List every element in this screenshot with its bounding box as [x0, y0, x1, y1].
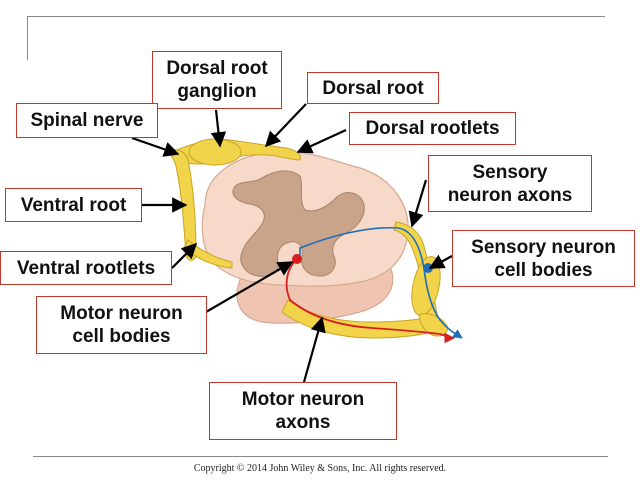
label-dorsal-root-ganglion: Dorsal root ganglion	[152, 51, 282, 109]
arrow-dorsal-root	[264, 103, 307, 148]
gray-matter	[232, 170, 365, 277]
right-spinal-nerve	[419, 313, 449, 337]
arrow-motor-neuron-cell-bodies	[205, 261, 294, 313]
arrow-dorsal-root-ganglion	[210, 109, 227, 148]
label-ventral-rootlets: Ventral rootlets	[0, 251, 172, 285]
label-sensory-neuron-cell-bodies: Sensory neuron cell bodies	[452, 230, 635, 287]
arrow-sensory-neuron-axons	[408, 179, 428, 228]
copyright-text: Copyright © 2014 John Wiley & Sons, Inc.…	[193, 463, 447, 474]
arrow-dorsal-rootlets	[296, 129, 347, 154]
label-spinal-nerve: Spinal nerve	[16, 103, 158, 138]
label-ventral-root: Ventral root	[5, 188, 142, 222]
arrow-spinal-nerve	[131, 136, 180, 157]
motor-neuron-cell-body	[292, 254, 302, 264]
label-motor-neuron-cell-bodies: Motor neuron cell bodies	[36, 296, 207, 354]
label-dorsal-rootlets: Dorsal rootlets	[349, 112, 516, 145]
dorsal-root-ganglion	[188, 138, 242, 166]
label-dorsal-root: Dorsal root	[307, 72, 439, 104]
leader-arrows	[131, 103, 453, 383]
left-rule	[27, 16, 28, 60]
arrow-sensory-neuron-cell-bodies	[428, 254, 453, 269]
sensory-neuron-axon	[299, 226, 463, 339]
label-motor-neuron-axons: Motor neuron axons	[209, 382, 397, 440]
motor-neuron-axon	[285, 259, 456, 344]
arrow-ventral-rootlets	[171, 242, 198, 269]
footer-rule	[33, 456, 608, 457]
arrow-motor-neuron-axons	[302, 316, 326, 383]
label-sensory-neuron-axons: Sensory neuron axons	[428, 155, 592, 212]
top-rule	[27, 16, 605, 17]
